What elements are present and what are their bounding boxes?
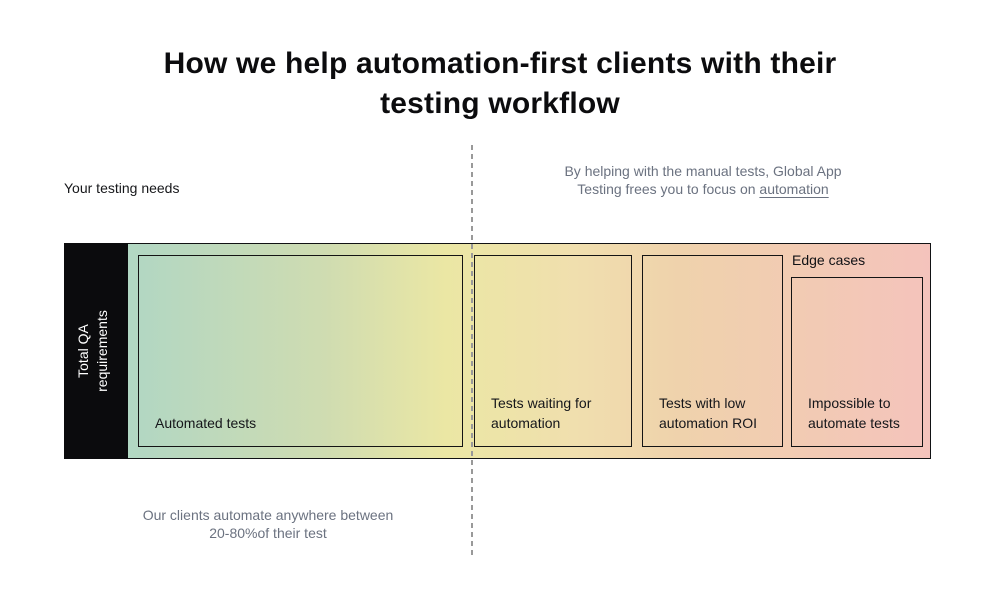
segment-label: Impossible to automate tests xyxy=(808,395,900,431)
title-bold-phrase: automation-first xyxy=(356,47,588,80)
title-suffix: clients with their xyxy=(587,47,837,80)
bottom-annotation: Our clients automate anywhere between 20… xyxy=(142,507,394,541)
page-title-line1: How we help automation-first clients wit… xyxy=(0,44,1000,84)
qa-bar: Total QA requirements xyxy=(63,242,931,459)
segment-impossible-to-automate: Impossible to automate tests xyxy=(791,277,923,447)
total-qa-axis-block: Total QA requirements xyxy=(63,242,128,459)
segment-tests-low-automation-roi: Tests with low automation ROI xyxy=(642,255,783,447)
right-annotation: By helping with the manual tests, Global… xyxy=(543,163,863,198)
segment-label: Tests waiting for automation xyxy=(491,395,592,431)
segment-tests-waiting-for-automation: Tests waiting for automation xyxy=(474,255,632,447)
segment-label: Tests with low automation ROI xyxy=(659,395,758,431)
right-annotation-text: By helping with the manual tests, Global… xyxy=(564,163,842,197)
automation-link[interactable]: automation xyxy=(759,180,829,197)
edge-cases-label: Edge cases xyxy=(792,252,866,268)
segment-label: Automated tests xyxy=(155,415,257,431)
page-title: How we help automation-first clients wit… xyxy=(0,44,1000,124)
your-testing-needs-label: Your testing needs xyxy=(64,180,180,196)
page-title-line2: testing workflow xyxy=(380,87,620,120)
title-prefix: How we help xyxy=(163,47,357,80)
segment-automated-tests: Automated tests xyxy=(138,255,463,447)
dashed-divider-line xyxy=(471,145,473,559)
total-qa-axis-label: Total QA requirements xyxy=(74,309,110,392)
